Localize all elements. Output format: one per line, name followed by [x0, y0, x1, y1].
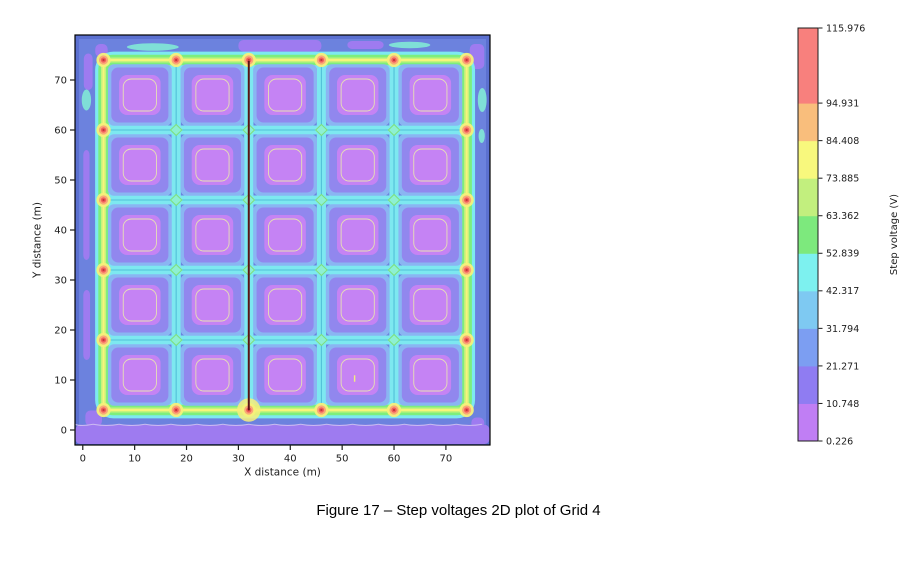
intersection-contour	[387, 333, 401, 347]
colorbar-tick-label: 42.317	[826, 286, 859, 297]
y-axis-tick-label: 10	[54, 376, 67, 387]
violet-patch	[85, 410, 102, 426]
y-axis-tick-label: 0	[61, 426, 67, 437]
y-axis-tick-label: 50	[54, 176, 67, 187]
point-marker	[353, 375, 356, 382]
colorbar: 0.226 10.748 21.271 31.794 42.317 52.839 63.36…	[797, 23, 900, 447]
colorbar-segment	[798, 103, 818, 142]
cyan-sliver	[81, 89, 92, 111]
y-axis-tick-label: 60	[54, 126, 67, 137]
intersection-contour	[169, 123, 183, 137]
colorbar-tick-label: 94.931	[826, 98, 859, 109]
x-axis-tick-label: 10	[128, 454, 141, 465]
colorbar-segment	[798, 28, 818, 104]
violet-patch	[83, 290, 91, 360]
colorbar-tick-label: 84.408	[826, 136, 859, 147]
colorbar-tick-label: 115.976	[826, 23, 865, 34]
cyan-sliver	[126, 43, 179, 51]
cyan-sliver	[478, 129, 485, 143]
violet-patch	[471, 417, 485, 429]
intersection-contour	[387, 263, 401, 277]
contour-plot: 0 10 20 30 40 50 60 70 0 10 20 30 40 50 60 70 X distance…	[32, 34, 491, 479]
x-axis-tick-label: 20	[180, 454, 193, 465]
x-axis-tick-label: 60	[388, 454, 401, 465]
x-axis-tick-label: 30	[232, 454, 245, 465]
violet-patch	[238, 40, 322, 52]
x-axis-tick-label: 50	[336, 454, 349, 465]
colorbar-segment	[798, 365, 818, 404]
plot-area	[75, 35, 490, 445]
colorbar-segment	[798, 215, 818, 254]
colorbar-tick-label: 63.362	[826, 211, 859, 222]
colorbar-title: Step voltage (V)	[889, 194, 900, 275]
intersection-contour	[169, 333, 183, 347]
y-axis-title: Y distance (m)	[32, 202, 44, 279]
intersection-contour	[387, 123, 401, 137]
intersection-contour	[169, 263, 183, 277]
violet-patch	[83, 150, 90, 260]
colorbar-segment	[798, 178, 818, 217]
y-axis-tick-label: 40	[54, 226, 67, 237]
cyan-sliver	[477, 88, 487, 112]
violet-patch	[83, 53, 93, 90]
colorbar-tick-label: 31.794	[826, 324, 859, 335]
intersection-contour	[387, 193, 401, 207]
x-axis-tick-label: 70	[440, 454, 453, 465]
colorbar-tick-label: 73.885	[826, 174, 859, 185]
colorbar-tick-label: 10.748	[826, 399, 859, 410]
colorbar-segment	[798, 140, 818, 179]
bottom-contour-wave	[75, 423, 483, 427]
x-axis-title: X distance (m)	[244, 467, 321, 479]
intersection-contour	[314, 193, 328, 207]
intersection-contour	[314, 333, 328, 347]
y-axis-tick-label: 30	[54, 276, 67, 287]
intersection-contour	[169, 193, 183, 207]
intersection-contour	[314, 263, 328, 277]
violet-patch	[75, 424, 490, 444]
y-axis-tick-label: 20	[54, 326, 67, 337]
colorbar-segment	[798, 290, 818, 329]
y-axis-tick-label: 70	[54, 76, 67, 87]
x-axis-tick-label: 0	[80, 454, 86, 465]
colorbar-segment	[798, 253, 818, 292]
figure-caption: Figure 17 – Step voltages 2D plot of Gri…	[316, 502, 601, 519]
cyan-sliver	[388, 41, 431, 49]
colorbar-segment	[798, 403, 818, 442]
colorbar-tick-label: 0.226	[826, 436, 853, 447]
violet-patch	[347, 41, 384, 49]
axes-frame	[74, 34, 491, 446]
colorbar-tick-label: 52.839	[826, 249, 859, 260]
perimeter-halo	[102, 59, 468, 411]
colorbar-segment	[798, 328, 818, 367]
colorbar-tick-label: 21.271	[826, 361, 859, 372]
intersection-contour	[314, 123, 328, 137]
x-axis-tick-label: 40	[284, 454, 297, 465]
colorbar-frame	[797, 27, 819, 442]
